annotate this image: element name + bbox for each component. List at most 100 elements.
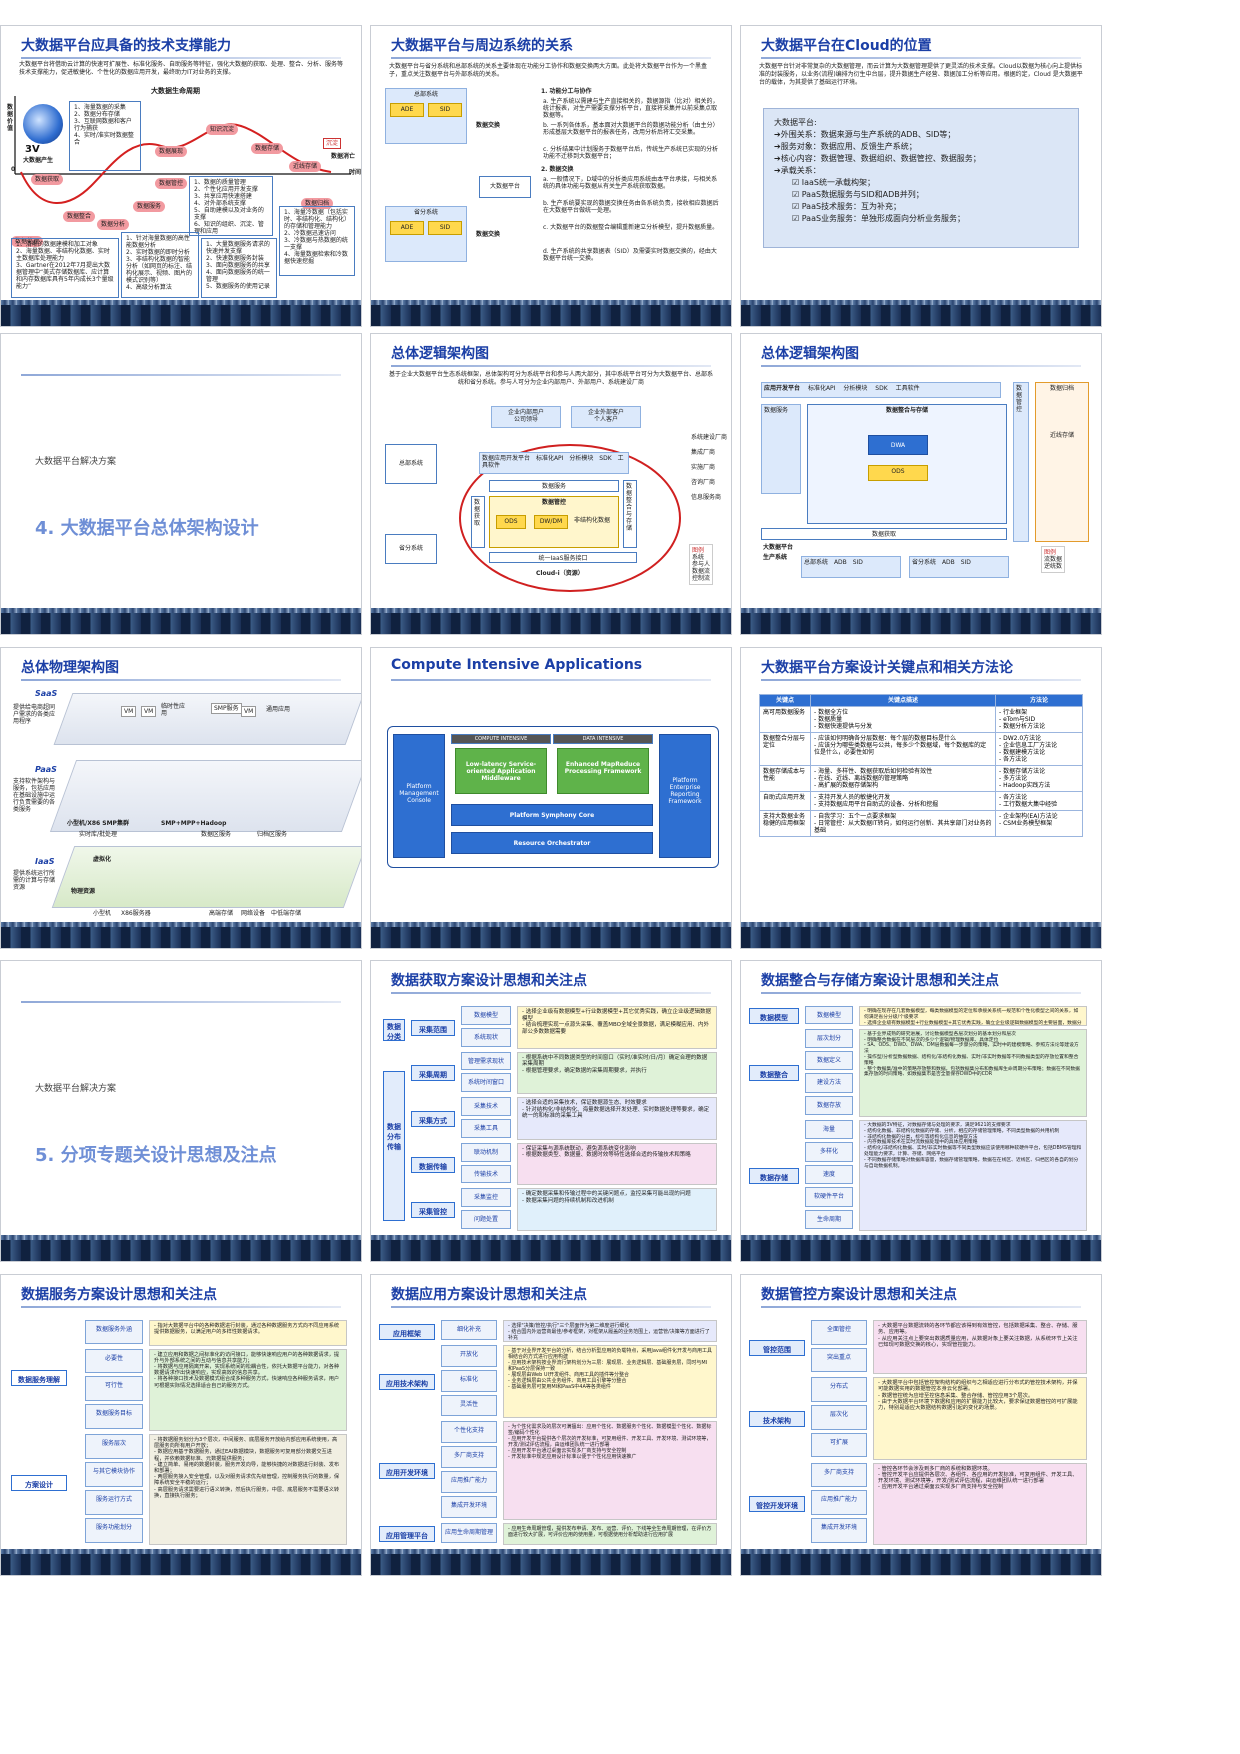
group-item: 个性化支持 xyxy=(441,1421,497,1444)
section-1-item-b: b. 一系列各体系，基本面对大数据平台的数据功能分析（由主分）形成基层大数据平台… xyxy=(543,122,719,136)
stage-data-display: 数据展现 xyxy=(155,146,188,157)
stage-data-processing: 数据处理 xyxy=(11,236,44,247)
legend-title: 图例 xyxy=(692,547,705,554)
legend-item: 流数据 xyxy=(1044,556,1063,563)
slide-footer xyxy=(741,608,1101,634)
group-description: - 基于对业界开发平台的分析，结合分析型应用的负载特点，采用Java组件化开发与… xyxy=(503,1345,717,1419)
key-points-table: 关键点 关键点描述 方法论 高可用数据服务 - 数据全方位 - 数据质量 - 数… xyxy=(759,694,1083,837)
group-label: 采集周期 xyxy=(411,1065,455,1082)
group-description: - 根据系统中不同数据类型的时间窗口（实时/准实时/日/月）确定合理的数据采集周… xyxy=(517,1051,717,1095)
group-description: - 为个性化需求及的层次可满擅出：应用个性化、数据服务个性化、数据模型个性化、数… xyxy=(503,1421,717,1520)
saas-desc: 提供给电商超同户需求的各类应用程序 xyxy=(13,704,56,725)
table-row: 自助式应用开发 - 支持开发人员的敏捷化开发 - 支持数据应用平台自助式的设备、… xyxy=(759,791,1083,811)
header-method: 方法论 xyxy=(995,694,1083,707)
group-item: 速度 xyxy=(805,1164,853,1185)
province-system-box: 省分系统 ADE SID xyxy=(385,206,467,262)
temp-app-label: 临时性应用 xyxy=(161,703,186,717)
sdk-label: SDK xyxy=(875,385,888,392)
axis-y2-label: 大数据产生 xyxy=(23,157,54,164)
slide-title: 数据管控方案设计思想和关注点 xyxy=(761,1287,957,1303)
group-label: 采集方式 xyxy=(411,1111,455,1127)
slide-key-points: 大数据平台方案设计关键点和相关方法论 关键点 关键点描述 方法论 高可用数据服务… xyxy=(740,647,1102,949)
group-item: 数据服务外涵 xyxy=(85,1320,143,1344)
api-label: 标准化API xyxy=(535,455,564,462)
slide-footer xyxy=(371,608,731,634)
group-description: - 基于业界成熟的研究进展，讨论数据模型各层次划分的基本划分和层次 - 明确整合… xyxy=(859,1028,1087,1117)
section-2-title: 2. 数据交换 xyxy=(541,166,574,173)
api-label: 标准化API xyxy=(807,385,836,392)
list-item: ➔核心内容：数据管理、数据组织、数据管控、数据服务； xyxy=(774,154,981,163)
ade-box: ADE xyxy=(390,103,424,117)
slide-title: Compute Intensive Applications xyxy=(391,657,643,673)
slide-intro: 大数据平台针对非常复杂的大数据管理，而云计算为大数据管理提供了更灵活的技术支撑。… xyxy=(759,63,1083,86)
stage-data-acquisition: 数据获取 xyxy=(31,174,64,185)
smp-cluster-label: 小型机/X86 SMP集群 xyxy=(67,820,129,827)
tag-label: 沉淀 xyxy=(323,138,342,149)
group-description: - 管控各环节会涉及到多厂商的系统和数据环境。 - 管控开发平台应提供各层次、各… xyxy=(873,1462,1087,1545)
title-underline xyxy=(21,1306,341,1308)
province-label: 省分系统 xyxy=(912,559,937,566)
group-label: 应用开发环境 xyxy=(379,1463,435,1479)
external-users-box: 企业外部客户 个人客户 xyxy=(571,406,641,428)
note-display: 1、大量数据服务请求的快速并发支撑 2、快速数据服务封装 3、面向数据服务的共享… xyxy=(201,238,277,298)
group-label: 应用技术架构 xyxy=(379,1374,435,1391)
stage-data-integration: 数据整合 xyxy=(63,211,96,222)
mapreduce-box: Enhanced MapReduce Processing Framework xyxy=(557,748,649,794)
table-row: 高可用数据服务 - 数据全方位 - 数据质量 - 数据快速提供与分发 - 行业框… xyxy=(759,706,1083,733)
group-item: 采集监控 xyxy=(461,1188,511,1208)
axis-y-label: 数据价值 xyxy=(7,104,14,132)
group-item: 集成开发环境 xyxy=(441,1495,497,1518)
title-underline xyxy=(391,57,711,59)
group-item: 服务层次 xyxy=(85,1434,143,1459)
paas-desc: 支持软件架构与服务，包括应用在基础设施中运行负责需要的各类服务 xyxy=(13,778,56,813)
exchange-label-2: 数据交换 xyxy=(476,231,501,238)
bigdata-platform-box: 大数据平台 xyxy=(479,176,531,198)
axis-end-label: 数据消亡 xyxy=(331,153,356,160)
adb-label: ADB xyxy=(833,559,847,566)
note-analysis: 1、针对海量数据的高性能数据分析 2、实时数据的即时分析 3、非结构化数据的智能… xyxy=(121,232,199,298)
data-service-region: 数据服务 xyxy=(761,404,801,494)
slide-data-acquisition: 数据获取方案设计思想和关注点 数据分类 数据分布传输 采集范围数据模型系统现状-… xyxy=(370,960,732,1262)
table-row: 数据整合分层与定位 - 应该如何明确各分层数据：每个层的数据目标是什么 - 应该… xyxy=(759,732,1083,766)
general-app-label: 通用应用 xyxy=(266,706,291,713)
row-method: - DW2.0方法论 - 企业信息工厂方法论 - 数据建模方法论 - 各方法论 xyxy=(995,732,1083,766)
zero-label: 0 xyxy=(11,166,16,173)
sid-box-2: SID xyxy=(428,221,462,235)
vendor-label: 系统建设厂商 xyxy=(691,434,728,441)
group-label: 数据传输 xyxy=(411,1156,455,1173)
slide-footer xyxy=(1,1235,361,1261)
slide-title: 总体逻辑架构图 xyxy=(391,346,489,362)
stage-archive: 数据归档 xyxy=(301,198,334,209)
slide-footer xyxy=(1,608,361,634)
group-item: 数据模型 xyxy=(461,1006,511,1025)
group-description: - 选择企业级有数据模型+行业数据模型+其它优秀实践，确立企业级逻辑数据模型 -… xyxy=(517,1006,717,1049)
slide-title: 大数据平台与周边系统的关系 xyxy=(391,38,573,54)
hybrid-label: SMP+MPP+Hadoop xyxy=(161,820,227,827)
vm-label: VM xyxy=(121,706,137,717)
vendor-label: 实施厂商 xyxy=(691,464,716,471)
title-underline xyxy=(21,374,341,376)
group-item: 与其它模块协作 xyxy=(85,1462,143,1487)
slide-logical-architecture: 总体逻辑架构图 基于企业大数据平台生态系统框架，总体架构可分为系统平台和参与人两… xyxy=(370,333,732,635)
slide-section-5: 大数据平台解决方案 5. 分项专题关设计思想及注点 xyxy=(0,960,362,1262)
title-underline xyxy=(21,1001,341,1003)
section-2-item-a: a. 一般情况下，D域中的分析类应用系统由本平台承接，与相关系统的具体功能与数据… xyxy=(543,176,718,190)
note-service: 1、数据的质量管理 2、个性化应用开发支撑 3、共享应用快速搭建 4、对外部系统… xyxy=(189,176,273,236)
slide-title: 数据获取方案设计思想和关注点 xyxy=(391,973,587,989)
integration-label: 数据管控 xyxy=(541,499,566,506)
group-item: 系统现状 xyxy=(461,1027,511,1047)
platform-label: 大数据平台 xyxy=(763,544,794,551)
legend-item: 参与人 xyxy=(692,561,711,568)
group-description: - 大数据平台数据流转的各环节都应该得到有效管控，包括数据采集、整合、存储、服务… xyxy=(873,1320,1087,1374)
group-item: 可扩展 xyxy=(811,1432,867,1458)
table-row: 支持大数据业务稳健的应用框架 - 自我学习：五个一点要求框架 - 日常管控：从大… xyxy=(759,810,1083,837)
slide-title: 数据应用方案设计思想和关注点 xyxy=(391,1287,587,1303)
analysis-module-label: 分析模块 xyxy=(569,455,594,462)
title-underline xyxy=(391,679,711,681)
virtualization-label: 虚拟化 xyxy=(93,856,112,863)
slide-tech-support: 大数据平台应具备的技术支撑能力 大数据平台将借助云计算的快速可扩展性、标准化服务… xyxy=(0,25,362,327)
solution-design-label: 方案设计 xyxy=(11,1475,67,1491)
stage-storage: 数据存储 xyxy=(251,143,284,154)
group-item: 多样化 xyxy=(805,1142,853,1162)
management-console-box: Platform Management Console xyxy=(393,734,445,858)
